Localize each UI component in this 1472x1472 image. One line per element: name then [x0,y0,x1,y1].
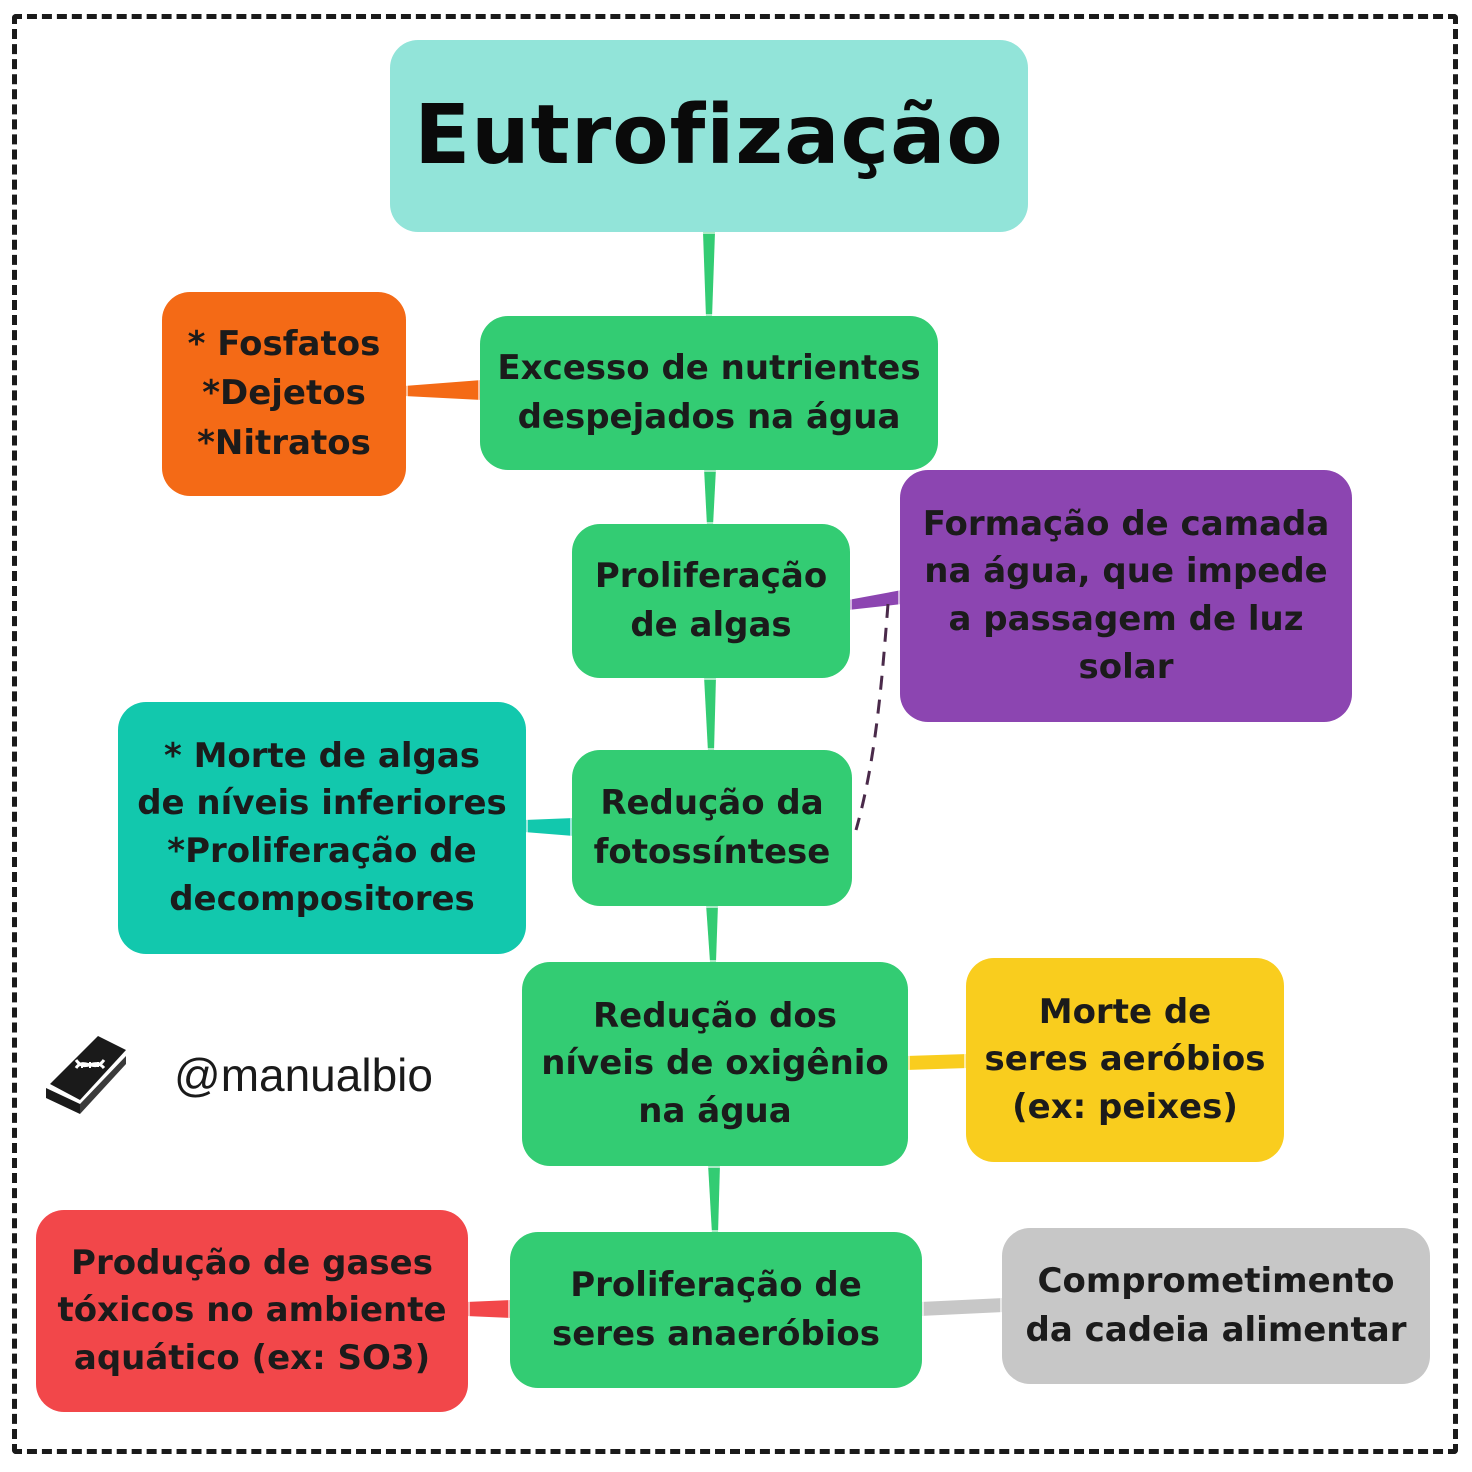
dna-book-icon [46,1036,126,1114]
link-algas-fotossintese [704,676,716,752]
link-cadeia [920,1298,1004,1316]
node-reducao-fotossintese: Redução da fotossíntese [572,750,852,906]
brand-handle: @manualbio [174,1049,433,1101]
link-fontes [404,380,482,400]
link-fotossintese-oxigenio [706,904,718,962]
brand-logo: @manualbio [36,1028,433,1124]
node-gases-toxicos: Produção de gases tóxicos no ambiente aq… [36,1210,468,1412]
link-excesso-algas [704,468,716,526]
link-morte-algas [524,818,574,836]
link-camada [848,590,902,610]
node-proliferacao-anaerobios: Proliferação de seres anaeróbios [510,1232,922,1388]
node-proliferacao-algas: Proliferação de algas [572,524,850,678]
link-title-excesso [703,232,715,318]
link-gases [466,1300,512,1318]
node-morte-algas: * Morte de algas de níveis inferiores *P… [118,702,526,954]
link-morte-aerobios [906,1054,968,1070]
node-cadeia-alimentar: Comprometimento da cadeia alimentar [1002,1228,1430,1384]
node-reducao-oxigenio: Redução dos níveis de oxigênio na água [522,962,908,1166]
node-fontes: * Fosfatos *Dejetos *Nitratos [162,292,406,496]
link-oxigenio-anaerobios [708,1164,720,1234]
title-box: Eutrofização [390,40,1028,232]
dashed-link-camada-fotossintese [854,603,890,831]
node-morte-aerobios: Morte de seres aeróbios (ex: peixes) [966,958,1284,1162]
node-excesso-nutrientes: Excesso de nutrientes despejados na água [480,316,938,470]
dashed-frame [12,14,1458,1454]
node-formacao-camada: Formação de camada na água, que impede a… [900,470,1352,722]
